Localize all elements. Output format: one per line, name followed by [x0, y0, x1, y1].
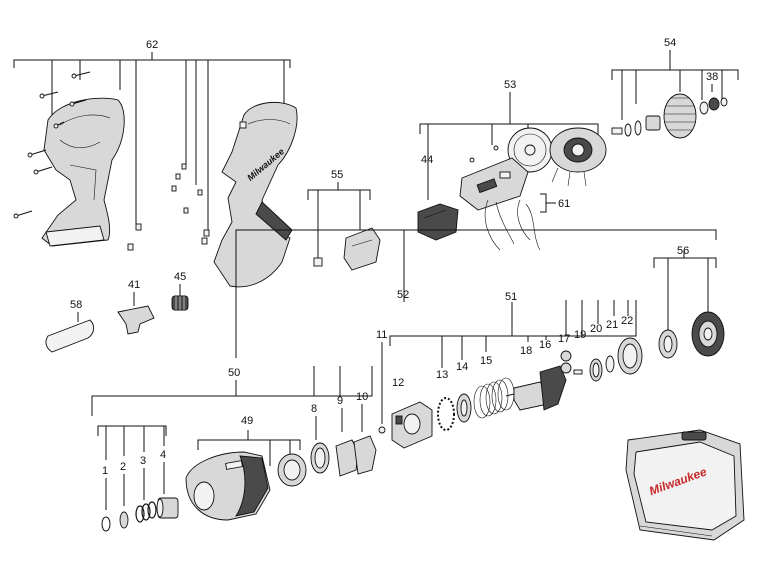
right-housing-half: Milwaukee [213, 101, 298, 288]
group-62: 62 [13, 39, 291, 230]
label-54: 54 [664, 37, 676, 49]
label-2: 2 [120, 461, 126, 473]
group-54: 54 38 [611, 37, 739, 139]
label-20: 20 [590, 323, 602, 335]
label-17: 17 [558, 333, 570, 345]
label-56: 56 [677, 245, 689, 257]
label-11: 11 [376, 329, 387, 341]
label-9: 9 [337, 395, 343, 407]
fan-blades [664, 97, 696, 131]
group-55: 55 [307, 169, 381, 271]
label-38: 38 [706, 71, 718, 83]
label-10: 10 [356, 391, 368, 403]
group-49: 49 [185, 415, 307, 521]
label-49: 49 [241, 415, 253, 427]
label-51: 51 [505, 291, 517, 303]
label-55: 55 [331, 169, 343, 181]
label-19: 19 [574, 329, 586, 341]
part-11: 11 [376, 329, 387, 434]
label-8: 8 [311, 403, 317, 415]
label-62: 62 [146, 39, 158, 51]
label-16: 16 [539, 339, 551, 351]
label-52-visible: 52 [397, 289, 409, 301]
label-1: 1 [102, 465, 108, 477]
label-58: 58 [70, 299, 82, 311]
label-45: 45 [174, 271, 186, 283]
label-15: 15 [480, 355, 492, 367]
label-53: 53 [504, 79, 516, 91]
left-housing-half [41, 97, 125, 247]
parts-1-4: 1 2 3 4 [97, 425, 179, 532]
label-21: 21 [606, 319, 618, 331]
label-3: 3 [140, 455, 146, 467]
label-12: 12 [392, 377, 404, 389]
label-61: 61 [558, 198, 570, 210]
main-spring [473, 377, 515, 419]
group-51: 51 12 13 14 15 18 16 17 19 20 21 22 [389, 291, 643, 449]
group-53: 53 44 61 [417, 79, 607, 251]
group-52: 52 [235, 229, 717, 358]
label-18: 18 [520, 345, 532, 357]
label-14: 14 [456, 361, 468, 373]
label-13: 13 [436, 369, 448, 381]
group-50: 50 8 9 10 [91, 366, 377, 477]
label-4: 4 [160, 449, 166, 461]
label-22: 22 [621, 315, 633, 327]
label-44: 44 [421, 154, 433, 166]
group-56: 56 [653, 245, 725, 359]
label-50: 50 [228, 367, 240, 379]
label-41: 41 [128, 279, 140, 291]
misc-parts: 58 41 45 [45, 271, 189, 353]
carrying-case-700: 700 Milwaukee [625, 429, 745, 541]
housing-screws [13, 71, 210, 251]
